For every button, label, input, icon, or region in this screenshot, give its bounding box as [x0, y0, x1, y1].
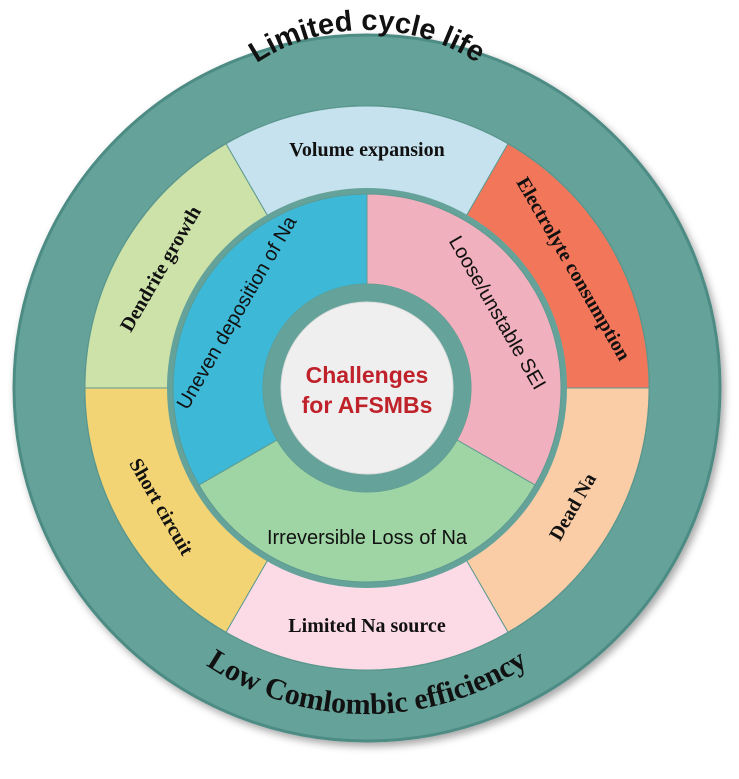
center-title-line2: for AFSMBs	[302, 392, 433, 418]
label-limited-na-source: Limited Na source	[288, 615, 446, 637]
center-disk	[280, 301, 454, 475]
label-irreversible-loss-of-na: Irreversible Loss of Na	[267, 527, 468, 549]
label-volume-expansion: Volume expansion	[289, 139, 444, 161]
center-title-line1: Challenges	[306, 362, 429, 388]
